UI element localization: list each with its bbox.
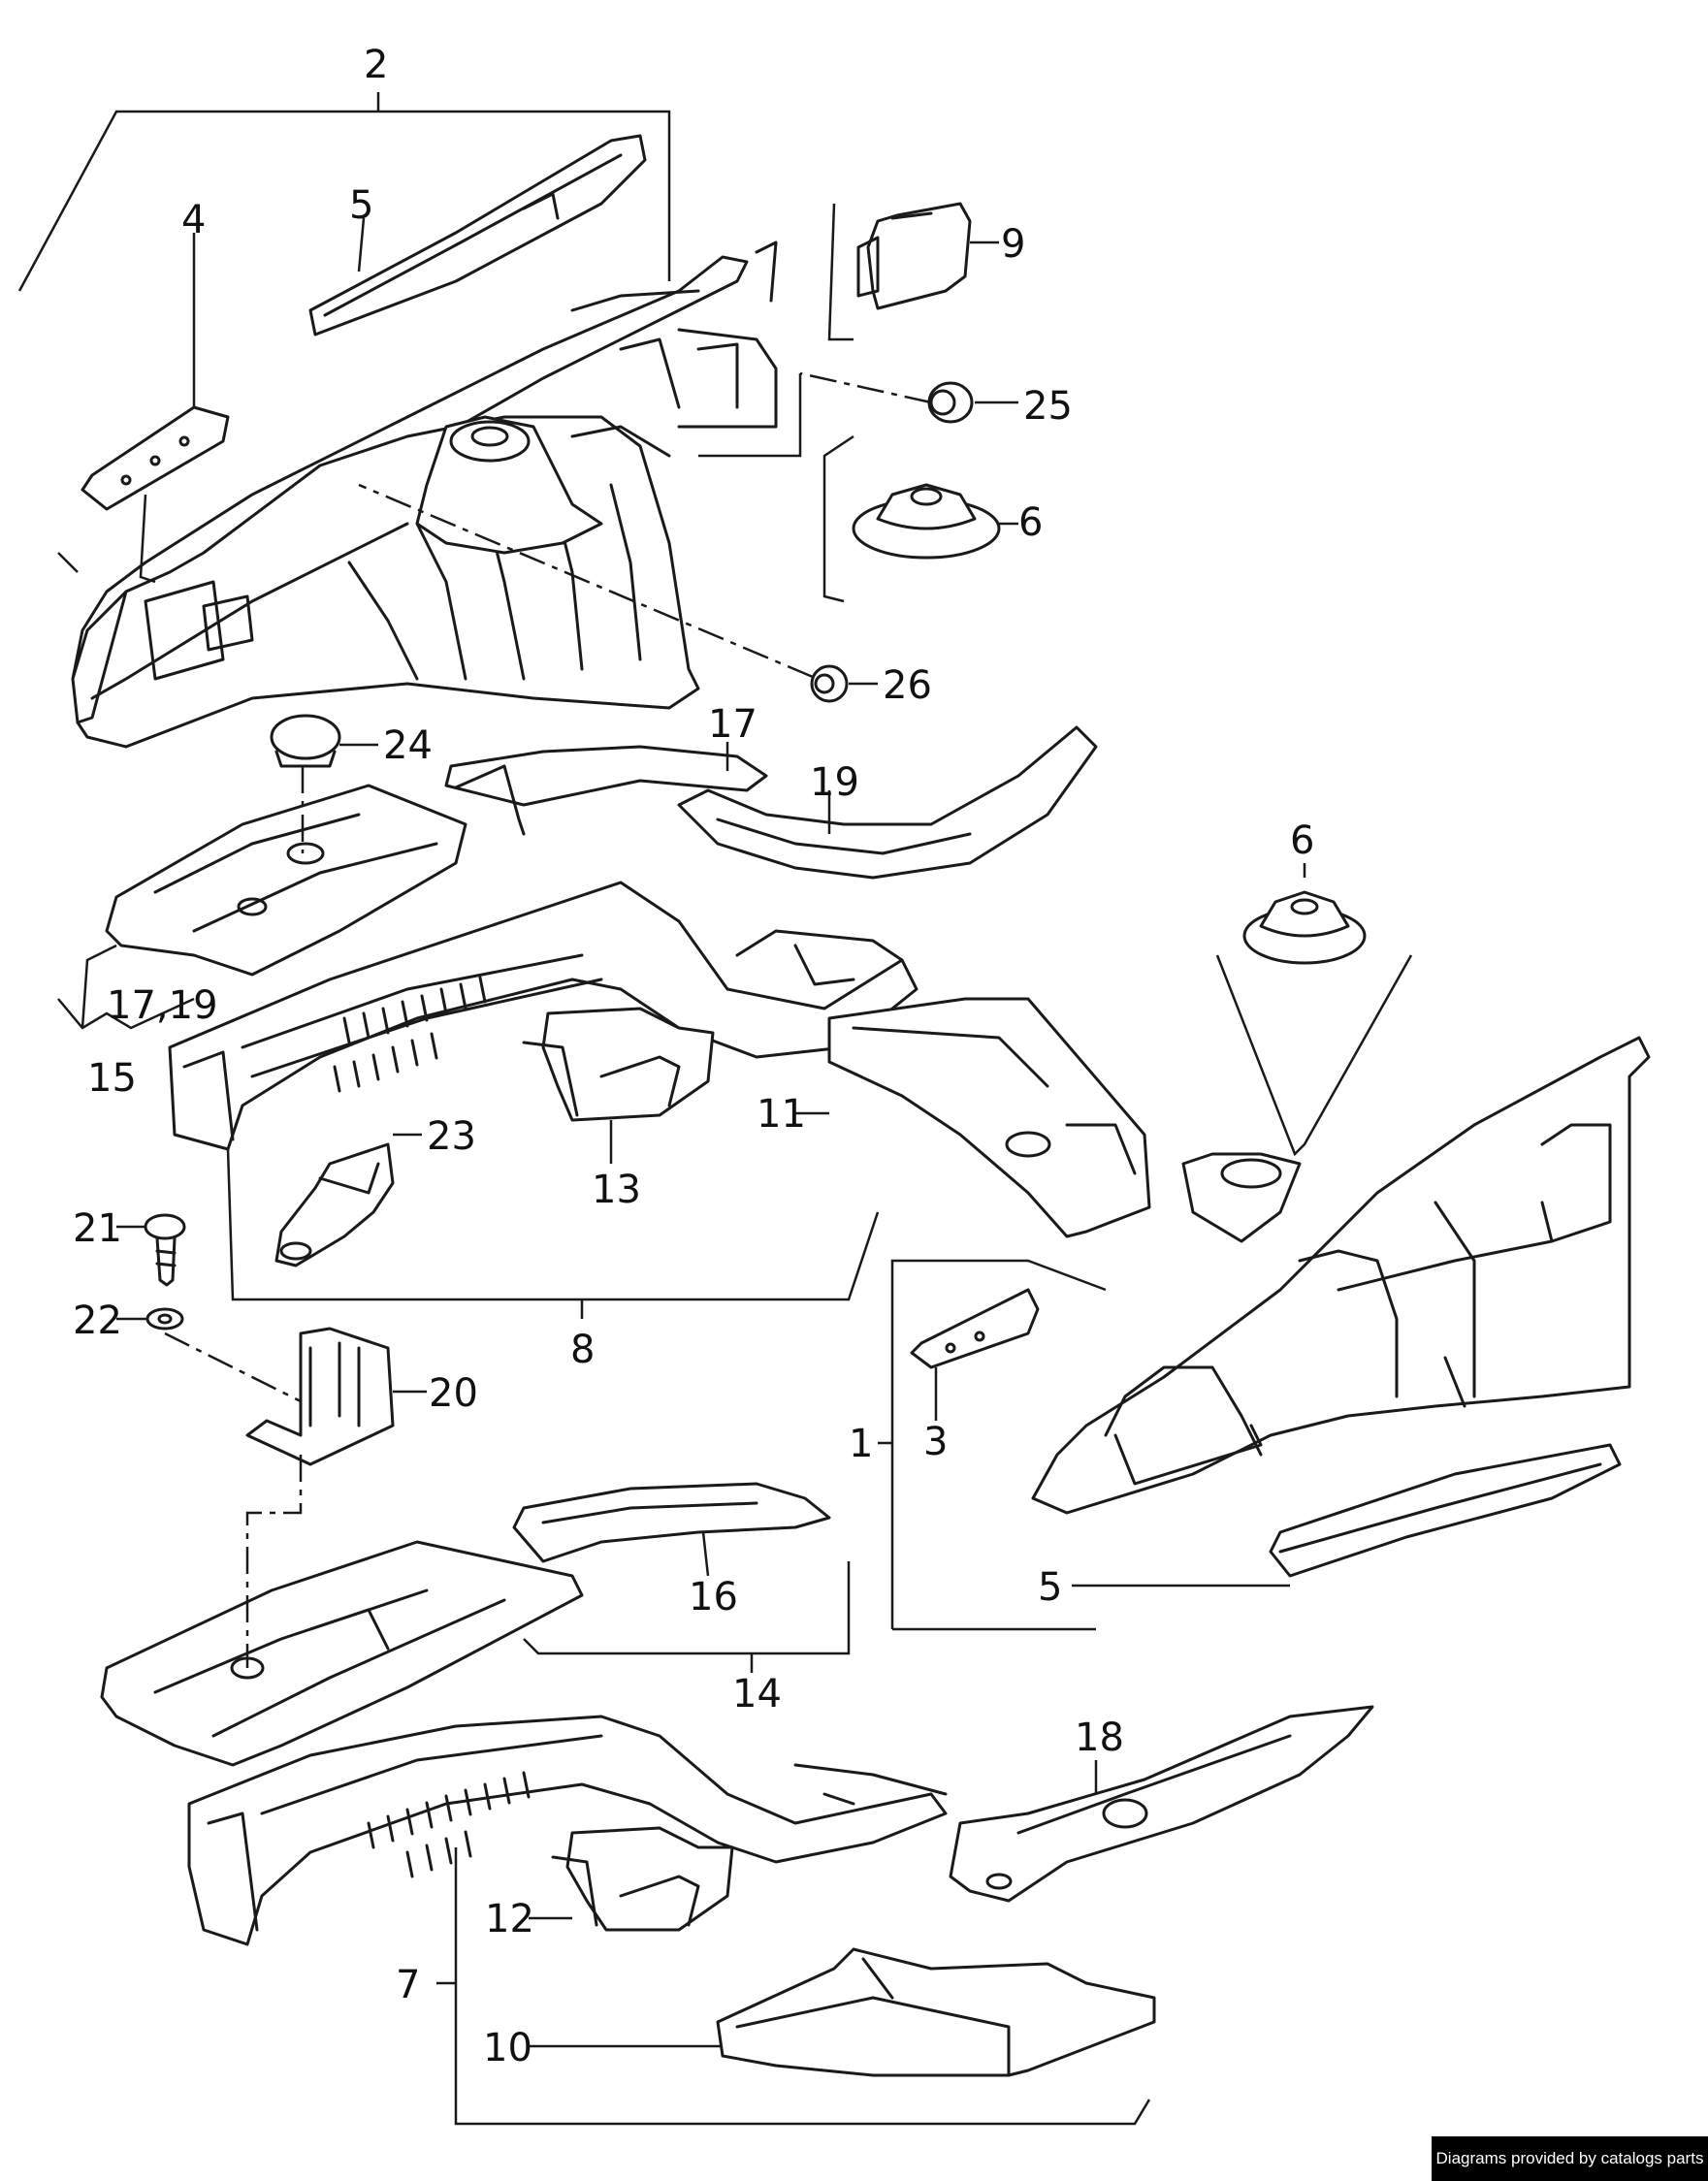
part-10-member[interactable] [716, 1947, 1156, 2077]
label-3: 3 [923, 1420, 948, 1464]
label-25: 25 [1023, 384, 1073, 429]
label-11: 11 [757, 1092, 806, 1137]
label-5-lower: 5 [1038, 1565, 1062, 1610]
part-18-bracket[interactable] [949, 1705, 1374, 1903]
label-7: 7 [396, 1963, 420, 2007]
label-24: 24 [383, 723, 433, 768]
part-22-washer[interactable] [145, 1307, 184, 1331]
part-5-upper-rail[interactable] [308, 134, 647, 337]
part-6-mount-right[interactable] [1242, 890, 1367, 965]
label-6-right: 6 [1290, 818, 1314, 863]
label-23: 23 [427, 1114, 476, 1159]
part-14-floor-assembly[interactable] [100, 1540, 584, 1767]
footer-credit: Diagrams provided by catalogs parts [1432, 2136, 1708, 2181]
label-5-upper: 5 [349, 183, 373, 228]
label-18: 18 [1075, 1716, 1124, 1760]
part-12-bracket[interactable] [551, 1826, 734, 1932]
part-1-wheelhouse-assembly[interactable] [1031, 1036, 1651, 1515]
label-16: 16 [689, 1575, 738, 1620]
part-24-cap[interactable] [270, 714, 341, 768]
part-6-mount-upper[interactable] [852, 483, 1001, 560]
part-17-rail[interactable] [444, 745, 768, 836]
label-6-upper: 6 [1018, 500, 1043, 545]
label-14: 14 [732, 1672, 782, 1716]
callout-labels: 2 5 4 9 25 6 26 24 17 19 6 17,19 15 11 2… [73, 43, 1314, 2070]
label-10: 10 [483, 2026, 532, 2070]
label-12: 12 [485, 1897, 534, 1941]
label-8: 8 [570, 1328, 595, 1372]
label-17-19: 17,19 [107, 983, 218, 1028]
label-13: 13 [592, 1168, 641, 1212]
label-26: 26 [883, 663, 932, 708]
part-2-wheelhouse-assembly[interactable] [71, 241, 778, 749]
leader-lines [17, 92, 1413, 2126]
part-25-grommet[interactable] [927, 381, 974, 424]
part-16-panel[interactable] [512, 1482, 831, 1563]
part-3-bracket[interactable] [910, 1288, 1040, 1369]
label-22: 22 [73, 1299, 122, 1343]
label-20: 20 [429, 1371, 478, 1416]
part-13-bracket[interactable] [522, 1007, 715, 1122]
part-19-long-member[interactable] [677, 725, 1098, 880]
label-19: 19 [810, 760, 859, 805]
part-4-bracket[interactable] [81, 405, 230, 511]
label-15: 15 [87, 1056, 137, 1101]
part-26-grommet[interactable] [810, 664, 849, 703]
label-1: 1 [849, 1422, 873, 1466]
part-15-floor-section[interactable] [105, 784, 467, 977]
label-17: 17 [708, 702, 757, 747]
label-9: 9 [1001, 222, 1025, 267]
label-2: 2 [364, 43, 388, 87]
part-5-lower-rail[interactable] [1269, 1443, 1622, 1578]
part-21-screw[interactable] [144, 1213, 186, 1287]
part-23-bracket[interactable] [274, 1142, 395, 1267]
part-7-long-member[interactable] [187, 1715, 948, 1946]
label-21: 21 [73, 1206, 122, 1251]
label-4: 4 [181, 198, 206, 242]
part-20-bracket[interactable] [245, 1327, 395, 1466]
part-9-cover[interactable] [856, 202, 972, 310]
part-11-panel[interactable] [827, 997, 1151, 1238]
